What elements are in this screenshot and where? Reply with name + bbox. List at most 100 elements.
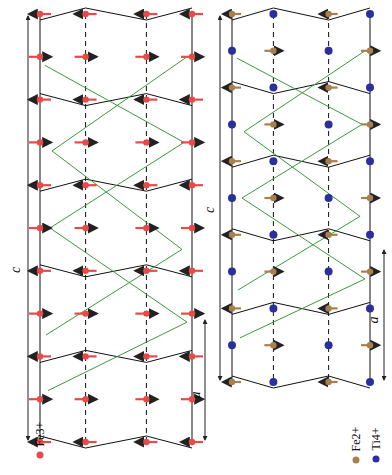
fe3-atom: [143, 310, 149, 316]
ti-atom: [366, 304, 374, 312]
fe3-atom: [189, 54, 195, 60]
fe3-atom: [143, 54, 149, 60]
ti-atom: [269, 10, 277, 18]
ti-atom: [269, 157, 277, 165]
fe3-atom: [37, 310, 43, 316]
lattice-panel: [223, 8, 379, 388]
fe3-atom: [82, 225, 88, 231]
fe3-atom: [143, 11, 149, 17]
octahedron-edge: [238, 51, 365, 290]
axis-arrow: [28, 16, 29, 440]
fe3-atom: [82, 353, 88, 359]
ti-atom: [325, 194, 333, 202]
legend-item: Ti4+: [369, 427, 384, 462]
fe3-atom: [143, 139, 149, 145]
fe3-atom: [143, 268, 149, 274]
fe3-atom: [189, 310, 195, 316]
cell-edge: [232, 302, 370, 314]
fe3-atom: [189, 139, 195, 145]
ti-atom: [269, 378, 277, 386]
fe3-atom: [37, 268, 43, 274]
fe2-atom: [270, 48, 276, 54]
fe3-atom: [189, 439, 195, 445]
fe3-atom: [143, 439, 149, 445]
legend-swatch: [37, 451, 44, 458]
fe3-atom: [189, 353, 195, 359]
fe2-atom: [325, 305, 331, 311]
cell-edge: [40, 179, 192, 191]
axis-arrow: [384, 250, 385, 380]
ti-atom: [228, 120, 236, 128]
fe2-atom: [325, 232, 331, 238]
fe3-atom: [82, 54, 88, 60]
fe3-atom: [37, 11, 43, 17]
fe3-atom: [37, 139, 43, 145]
axis-label: a: [366, 317, 382, 324]
fe3-atom: [82, 11, 88, 17]
cell-edge: [40, 350, 192, 362]
fe3-atom: [37, 225, 43, 231]
fe3-atom: [37, 353, 43, 359]
ti-atom: [325, 120, 333, 128]
fe3-atom: [82, 439, 88, 445]
fe3-atom: [37, 182, 43, 188]
fe3-atom: [143, 353, 149, 359]
legend-item: Fe3+: [33, 422, 48, 459]
fe2-atom: [367, 195, 373, 201]
legend-text: Ti4+: [369, 427, 384, 450]
fe2-atom: [325, 11, 331, 17]
fe3-atom: [37, 96, 43, 102]
fe3-atom: [82, 96, 88, 102]
ti-atom: [366, 10, 374, 18]
octahedron-edge: [45, 65, 187, 390]
cell-edge: [40, 94, 192, 106]
fe3-atom: [82, 139, 88, 145]
fe3-atom: [143, 96, 149, 102]
axis-label: c: [202, 207, 218, 213]
axis-arrow: [205, 320, 206, 440]
fe3-atom: [189, 11, 195, 17]
fe3-atom: [82, 268, 88, 274]
axis-label: c: [8, 267, 24, 273]
cell-edge: [40, 436, 192, 448]
axis-arrow: [220, 16, 221, 380]
fe2-atom: [229, 158, 235, 164]
legend-text: Fe2+: [349, 427, 364, 452]
fe3-atom: [37, 396, 43, 402]
fe3-atom: [189, 96, 195, 102]
fe2-atom: [270, 195, 276, 201]
legend-text: Fe3+: [33, 422, 48, 447]
ti-atom: [366, 231, 374, 239]
fe2-atom: [325, 84, 331, 90]
fe2-atom: [270, 121, 276, 127]
ti-atom: [228, 341, 236, 349]
ti-atom: [228, 47, 236, 55]
fe3-atom: [82, 310, 88, 316]
fe2-atom: [270, 342, 276, 348]
fe2-atom: [229, 305, 235, 311]
fe2-atom: [325, 379, 331, 385]
fe2-atom: [229, 232, 235, 238]
cell-edge: [40, 8, 192, 20]
cell-edge: [40, 265, 192, 277]
ti-atom: [269, 84, 277, 92]
axis-label: a: [188, 392, 204, 399]
ti-atom: [325, 268, 333, 276]
legend-swatch: [373, 456, 380, 463]
fe2-atom: [229, 84, 235, 90]
ti-atom: [366, 84, 374, 92]
fe3-atom: [37, 54, 43, 60]
octahedron-edge: [46, 57, 187, 335]
cell-edge: [232, 8, 370, 20]
cell-edge: [232, 155, 370, 167]
fe3-atom: [143, 396, 149, 402]
fe3-atom: [143, 182, 149, 188]
cell-edge: [232, 376, 370, 388]
ti-atom: [269, 231, 277, 239]
fe2-atom: [367, 268, 373, 274]
fe2-atom: [367, 342, 373, 348]
ti-atom: [228, 268, 236, 276]
legend-item: Fe2+: [349, 427, 364, 464]
